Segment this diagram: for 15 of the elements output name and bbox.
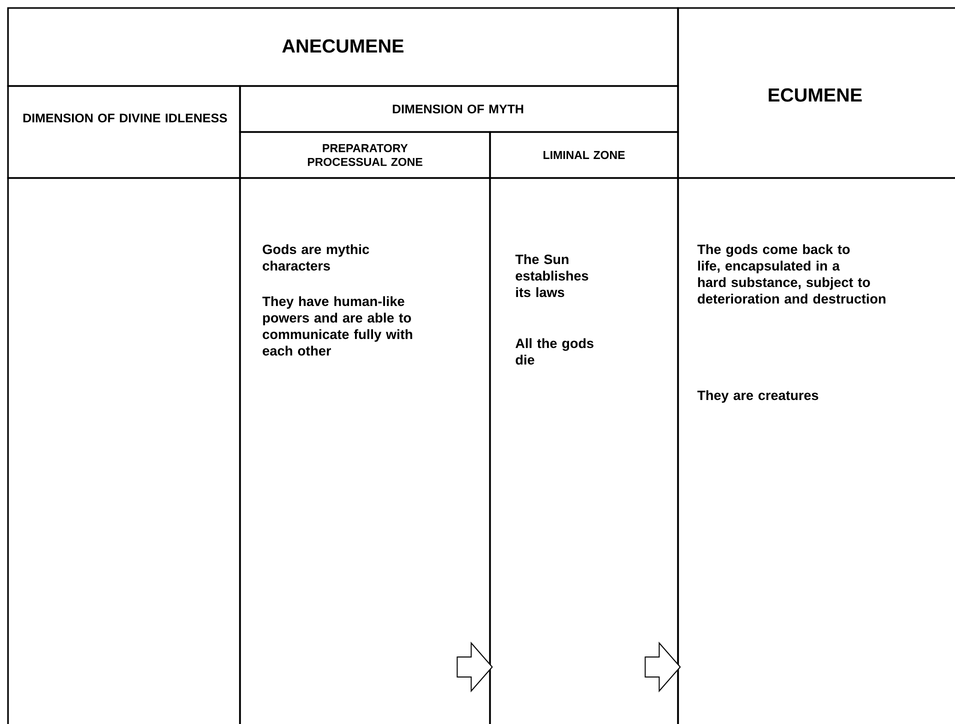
block-arrow xyxy=(644,642,681,692)
block-arrow xyxy=(456,642,493,692)
header-text: PREPARATORY PROCESSUAL ZONE xyxy=(308,144,422,166)
header-text: DIMENSION OF DIVINE IDLENESS xyxy=(23,114,227,122)
header-text: ECUMENE xyxy=(768,88,862,102)
body-text: They are creatures xyxy=(697,390,818,403)
body-text: The gods come back to life, encapsulated in a hard substance, subject to deterioration and destruction xyxy=(697,244,886,304)
header-text: LIMINAL ZONE xyxy=(544,150,625,160)
header-text: ANECUMENE xyxy=(282,39,404,53)
body-text: Gods are mythic characters xyxy=(262,244,370,271)
column-cell xyxy=(7,177,241,724)
body-text: The Sun establishes its laws xyxy=(515,254,588,298)
header-text: DIMENSION OF MYTH xyxy=(392,104,524,114)
body-text: All the gods die xyxy=(516,338,594,365)
body-text: They have human-like powers and are able to communicate fully with each other xyxy=(262,296,412,356)
